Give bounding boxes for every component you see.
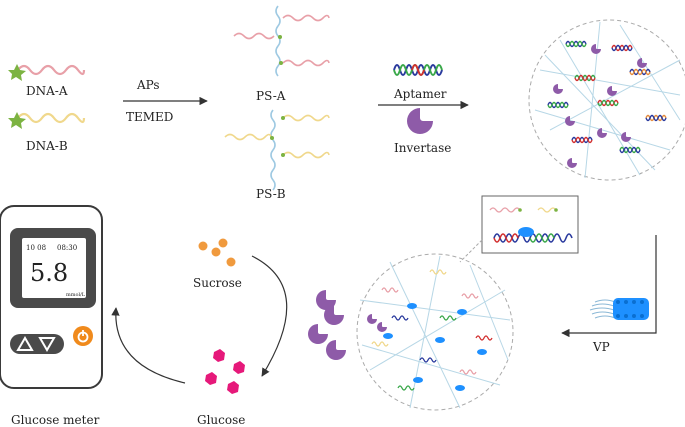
ps-b-polymer: [224, 109, 330, 191]
glucose-label: Glucose: [197, 413, 245, 427]
dna-b-label: DNA-B: [26, 139, 68, 153]
sucrose-label: Sucrose: [193, 276, 242, 290]
ps-a-polymer: [233, 5, 330, 77]
invertase-icon: [407, 108, 433, 134]
temed-label: TEMED: [126, 110, 173, 124]
meter-unit: mmol/L: [66, 292, 86, 298]
released-hydrogel: [356, 253, 514, 411]
detection-arrow: [111, 307, 186, 384]
glucose-meter-label: Glucose meter: [11, 413, 100, 427]
vp-label: VP: [592, 340, 610, 354]
glucose-icon: [205, 349, 245, 394]
meter-reading: 5.8: [30, 259, 68, 287]
conversion-arrow: [251, 255, 288, 377]
aps-label: APs: [136, 78, 160, 92]
virus-particle-icon: [589, 298, 649, 320]
down-arrow-icon[interactable]: [38, 337, 56, 352]
sucrose-icon: [198, 238, 236, 267]
binding-inset: [481, 195, 579, 254]
glucose-meter: 10 08 08:30 5.8 mmol/L: [0, 205, 103, 389]
meter-screen: [22, 238, 86, 298]
dna-b-strand: [8, 112, 86, 129]
up-arrow-icon[interactable]: [16, 336, 34, 351]
vp-arrow: [561, 235, 657, 338]
invertase-label: Invertase: [394, 141, 451, 155]
loaded-hydrogel: [528, 19, 685, 181]
meter-time-right: 08:30: [57, 244, 77, 252]
meter-time-left: 10 08: [26, 244, 46, 252]
released-invertase-group: [308, 290, 346, 360]
dna-a-strand: [8, 64, 86, 81]
ps-a-label: PS-A: [256, 89, 286, 103]
ps-b-label: PS-B: [256, 187, 286, 201]
aptamer-label: Aptamer: [393, 87, 447, 101]
dna-a-label: DNA-A: [26, 84, 68, 98]
aptamer-icon: [393, 64, 443, 76]
inset-leader-line: [459, 239, 483, 263]
